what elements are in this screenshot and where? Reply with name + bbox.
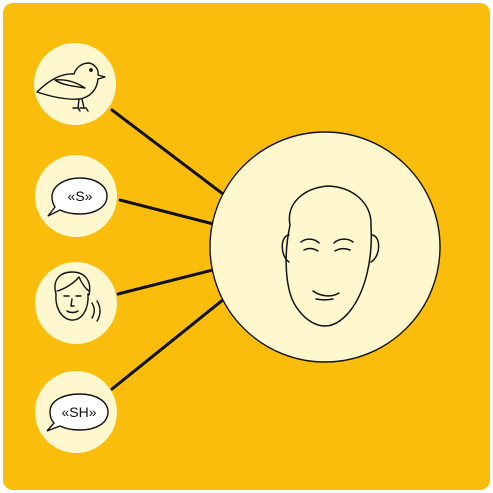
person-circle [35,262,117,344]
sh-speech-bubble-icon: «SH» [47,394,108,431]
s-sound-label: «S» [68,188,93,204]
sh-sound-label: «SH» [61,404,96,420]
listener-circle [210,132,440,362]
